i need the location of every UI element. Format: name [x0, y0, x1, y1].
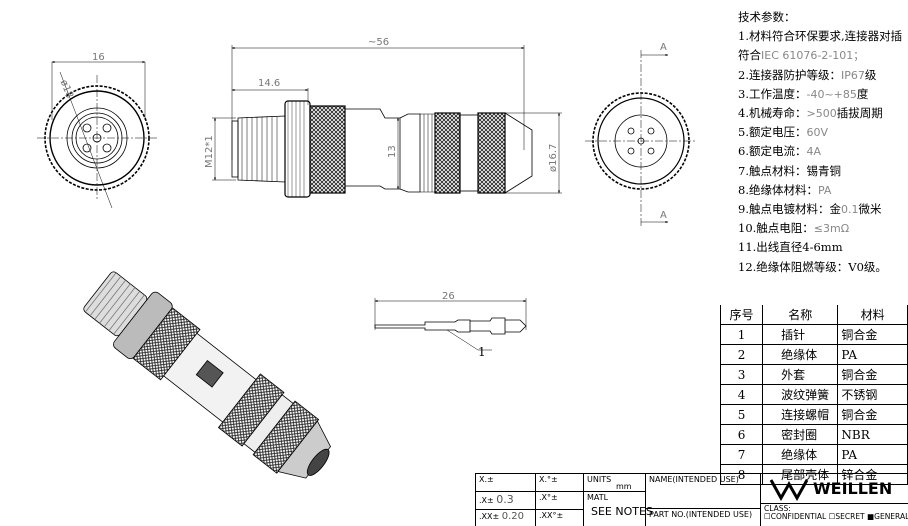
dim-dia-16-7: ø16.7 — [548, 144, 559, 172]
balloon-1: 1 — [478, 345, 486, 359]
classification: CLASS: ☐CONFIDENTIAL ☐SECRET ■GENERAL — [760, 503, 908, 526]
dim-thread-m12: M12*1 — [204, 135, 215, 168]
class-general-checkbox[interactable]: ■ — [867, 512, 875, 521]
tol-x-deg: X.°± — [535, 473, 583, 491]
dim-pin-26: 26 — [442, 291, 455, 302]
note-11: 11.出线直径4-6mm — [738, 240, 843, 255]
section-a-bottom: A — [660, 210, 667, 221]
note-8: 8.绝缘体材料：PA — [738, 182, 832, 197]
dim-length-56: ~56 — [368, 37, 389, 48]
class-confidential-checkbox[interactable]: ☐ — [764, 512, 771, 521]
note-3: 3.工作温度：-40~+85度 — [738, 86, 869, 101]
section-a-top: A — [660, 42, 667, 53]
perspective-view — [83, 271, 331, 479]
side-view — [212, 45, 562, 198]
dim-dia-18: ø18 — [58, 78, 75, 100]
note-4: 4.机械寿命：>500插拔周期 — [738, 106, 883, 121]
name-field: NAME(INTENDED USE) — [645, 473, 760, 508]
note-10: 10.触点电阻：≤3mΩ — [738, 221, 850, 236]
dim-length-14-6: 14.6 — [258, 78, 280, 89]
class-secret-checkbox[interactable]: ☐ — [828, 512, 836, 521]
front-end-view — [37, 61, 157, 209]
technical-notes: 技术参数： 1.材料符合环保要求,连接器对插 符合IEC 61076-2-101… — [738, 8, 902, 277]
note-5: 5.额定电压：60V — [738, 125, 829, 140]
dim-dia-13: 13 — [387, 145, 398, 158]
notes-title: 技术参数： — [738, 10, 796, 24]
note-7: 7.触点材料：锡青铜 — [738, 163, 841, 178]
note-1: 1.材料符合环保要求,连接器对插 — [738, 29, 903, 44]
title-block: X.± X.°± .X± 0.3 .X°± .XX± 0.20 .XX°± UN… — [475, 473, 908, 526]
note-2: 2.连接器防护等级：IP67级 — [738, 67, 877, 82]
pin-view — [374, 298, 527, 351]
note-6: 6.额定电流：4A — [738, 144, 822, 159]
dim-width-16: 16 — [92, 52, 105, 63]
note-1b: 符合IEC 61076-2-101； — [738, 48, 865, 63]
company-logo: WEILLEN — [760, 473, 908, 503]
rear-end-view — [585, 50, 697, 228]
tol-x: X.± — [475, 473, 535, 491]
note-9: 9.触点电镀材料：金0.1微米 — [738, 202, 882, 217]
note-12: 12.绝缘体阻燃等级：V0级。 — [738, 259, 887, 274]
bom-header: 序号名称材料 — [719, 305, 908, 325]
